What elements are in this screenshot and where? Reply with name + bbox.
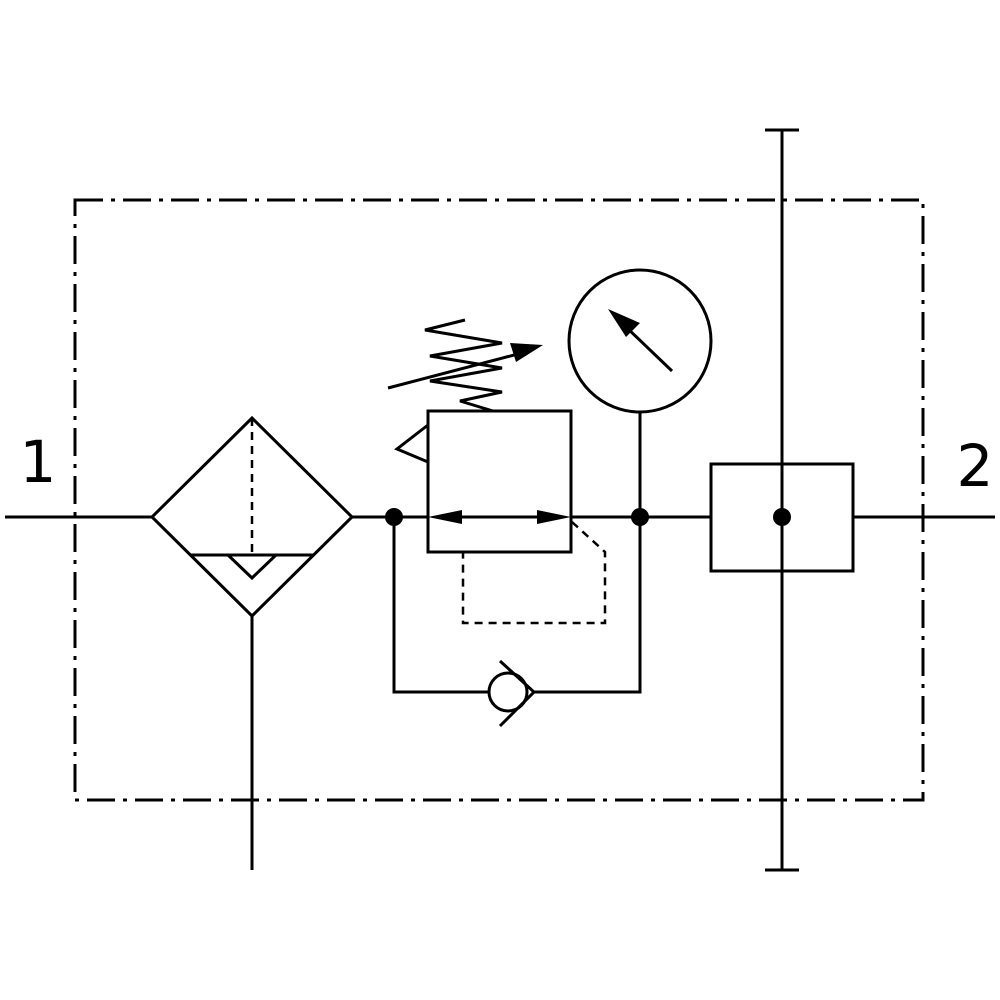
gauge-dial-icon [567,268,713,414]
adjustment-arrow-icon [387,352,519,390]
inlet-port-label: 1 [20,428,57,496]
adjustable-spring-icon [424,318,503,413]
pressure-regulator-symbol [387,318,607,625]
check-valve-seat-icon [498,659,537,728]
manifold-block-symbol [709,128,855,872]
check-valve-bypass-symbol [392,517,642,728]
filter-water-separator-symbol [149,415,355,870]
check-valve-ball-icon [487,671,529,713]
gauge-needle-icon [623,324,674,373]
unit-enclosure-boundary [73,198,925,802]
pressure-gauge-symbol [567,268,713,517]
outlet-port-label: 2 [957,432,994,500]
